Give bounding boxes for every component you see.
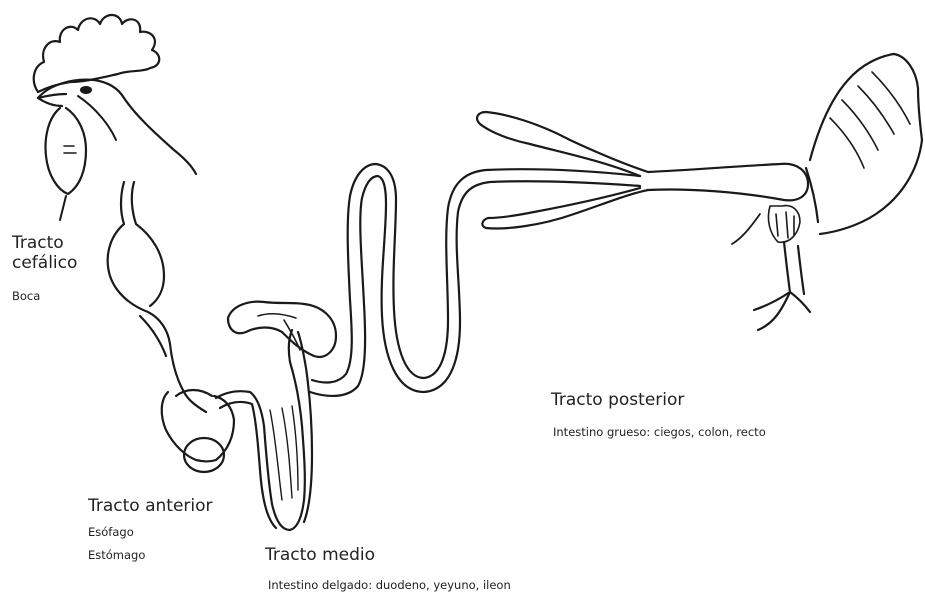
pancreas — [228, 302, 336, 357]
body-outline — [806, 140, 922, 234]
gizzard — [184, 438, 224, 472]
cecum-upper — [477, 112, 648, 176]
beak — [38, 94, 66, 106]
label-medio-title: Tracto medio — [265, 545, 375, 565]
eye — [80, 86, 92, 94]
rooster-body — [732, 54, 922, 330]
label-anterior-item: Estómago — [88, 544, 198, 567]
tail-feathers — [810, 54, 922, 160]
cecum-lower — [482, 188, 648, 228]
wattle — [46, 108, 86, 194]
small-intestine — [310, 164, 640, 396]
wing-feathers — [768, 206, 800, 243]
label-posterior-title: Tracto posterior — [551, 390, 684, 410]
label-anterior-items: Esófago Estómago — [88, 521, 198, 567]
label-anterior-title: Tracto anterior — [88, 496, 213, 516]
duodenal-loop — [216, 330, 305, 530]
anterior-tract-organs — [108, 182, 234, 472]
colon — [648, 164, 808, 201]
label-cefalico-title: Tracto cefálico — [12, 233, 102, 273]
rooster-head — [34, 15, 196, 220]
leg — [754, 242, 810, 330]
esophagus-crop — [108, 182, 206, 412]
label-posterior-sub: Intestino grueso: ciegos, colon, recto — [553, 425, 766, 440]
label-anterior-item: Esófago — [88, 521, 198, 544]
label-medio-sub: Intestino delgado: duodeno, yeyuno, ileo… — [268, 578, 511, 593]
label-cefalico-sub: Boca — [12, 289, 40, 304]
